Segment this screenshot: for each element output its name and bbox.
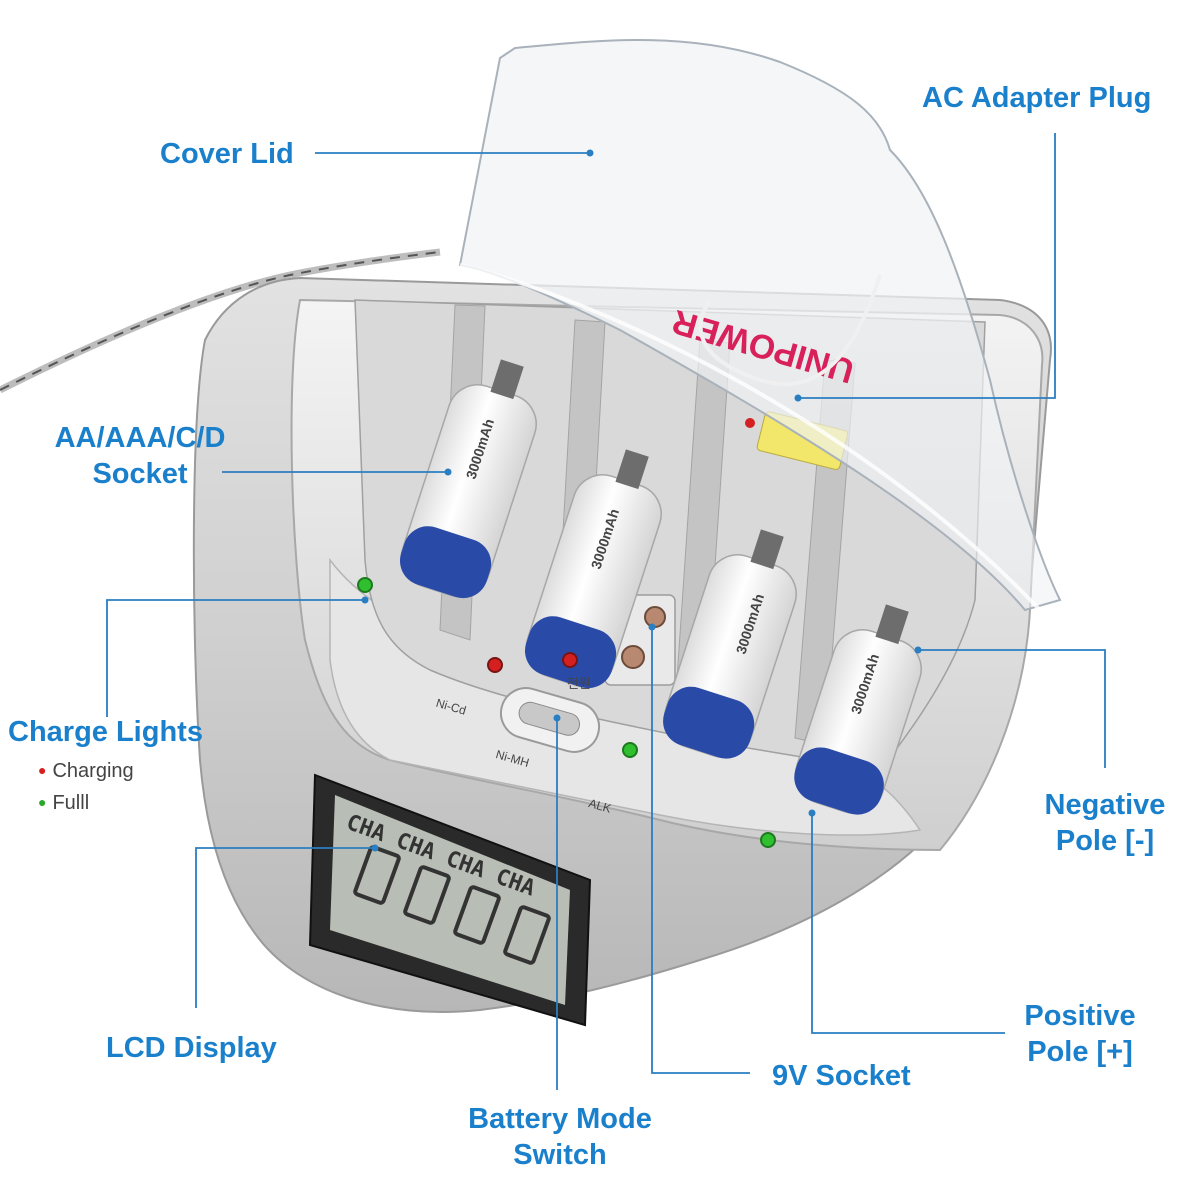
charge-light-4 xyxy=(760,832,776,848)
9v-terminal-bottom xyxy=(621,645,645,669)
label-socket-line1: AA/AAA/C/D xyxy=(54,422,226,454)
label-charge-lights: Charge Lights xyxy=(8,716,203,748)
mode-alk: ALK xyxy=(587,796,613,816)
leader-dots xyxy=(361,149,922,852)
legend-charging-dot: ● xyxy=(38,762,47,778)
battery-3 xyxy=(663,529,797,759)
legend-full-text: Fulll xyxy=(52,792,90,814)
battery-4 xyxy=(794,604,922,815)
leader-lines xyxy=(106,133,1106,1090)
label-negative-line2: Pole [-] xyxy=(1055,825,1155,857)
battery-1 xyxy=(399,359,537,599)
label-battery-mode-switch: Battery Mode Switch xyxy=(445,1101,675,1173)
label-lcd-display: LCD Display xyxy=(106,1032,277,1064)
leader-lcd xyxy=(195,847,375,1008)
charge-light-1 xyxy=(357,577,373,593)
9v-terminal-top xyxy=(644,606,666,628)
power-cable-stripe xyxy=(0,251,441,391)
charge-light-3 xyxy=(622,742,638,758)
leader-negative xyxy=(918,649,1106,768)
power-light xyxy=(562,652,578,668)
adapter-cord xyxy=(698,274,882,386)
charge-light-2 xyxy=(487,657,503,673)
label-mode-line1: Battery Mode xyxy=(468,1103,652,1135)
lid-indicator-light xyxy=(745,418,755,428)
cover-lid-edge xyxy=(459,263,1042,612)
label-socket-line2: Socket xyxy=(92,458,188,490)
legend-charging-text: Charging xyxy=(52,760,134,782)
label-positive-line1: Positive xyxy=(1024,1000,1136,1032)
legend-charging: ● Charging xyxy=(38,760,134,783)
label-cover-lid: Cover Lid xyxy=(160,138,294,170)
leader-charge-lights xyxy=(106,599,365,717)
label-positive-pole: Positive Pole [+] xyxy=(1000,998,1160,1070)
lcd-screen xyxy=(330,795,570,1005)
legend-full: ● Fulll xyxy=(38,792,89,815)
label-negative-pole: Negative Pole [-] xyxy=(1020,787,1190,859)
label-negative-line1: Negative xyxy=(1044,789,1166,821)
legend-full-dot: ● xyxy=(38,794,47,810)
cover-lid xyxy=(458,38,1062,612)
lcd-battery-icons xyxy=(353,845,551,965)
label-positive-line2: Pole [+] xyxy=(1027,1036,1133,1068)
label-mode-line2: Switch xyxy=(513,1139,607,1171)
label-socket: AA/AAA/C/D Socket xyxy=(30,420,250,492)
leader-positive xyxy=(811,813,1005,1034)
power-label: 전원 xyxy=(567,677,591,692)
leader-ac-adapter xyxy=(798,133,1056,399)
label-9v-socket: 9V Socket xyxy=(772,1060,911,1092)
mode-switch-knob xyxy=(518,701,581,736)
label-ac-adapter-plug: AC Adapter Plug xyxy=(922,82,1152,114)
leader-9v xyxy=(651,627,750,1074)
